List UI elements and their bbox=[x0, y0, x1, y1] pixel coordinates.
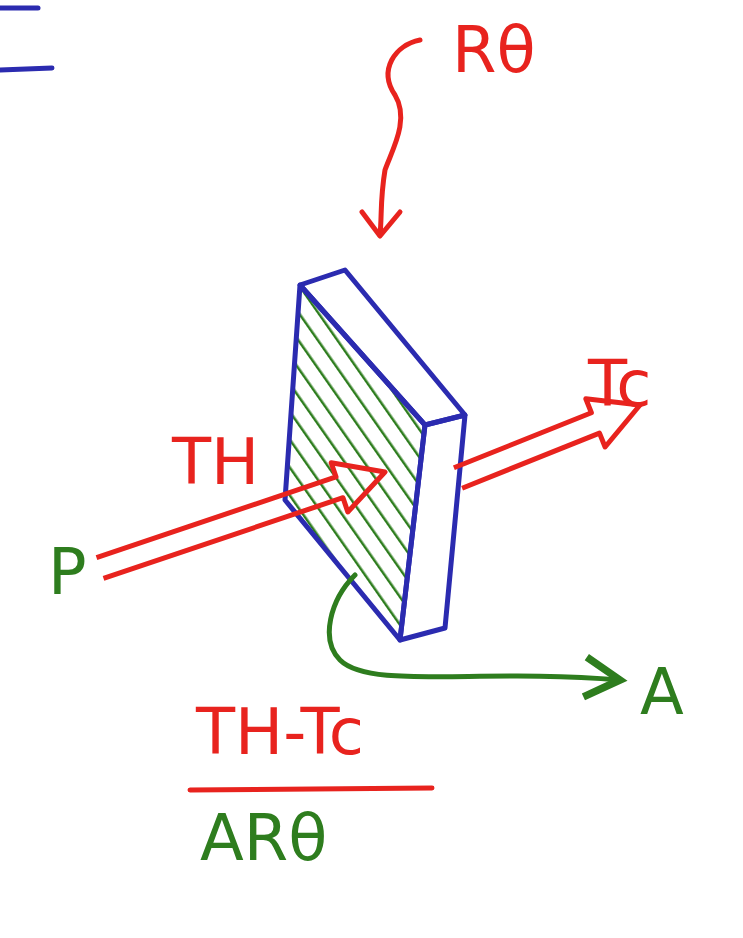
edge-line bbox=[0, 6, 38, 11]
slab-top bbox=[300, 270, 465, 425]
temperature-label: Tc bbox=[588, 352, 651, 416]
formula-denominator: ARθ bbox=[200, 806, 327, 870]
area-leader bbox=[329, 575, 620, 680]
slab-side bbox=[400, 415, 465, 640]
temperature-label: TH bbox=[172, 430, 259, 494]
leader-arrowhead bbox=[362, 212, 400, 236]
fraction-bar bbox=[190, 788, 432, 790]
edge-line bbox=[0, 68, 52, 70]
leader-line bbox=[380, 40, 420, 235]
resistance-label: Rθ bbox=[452, 18, 536, 82]
power-label: P bbox=[48, 540, 87, 604]
formula-numerator: TH-Tc bbox=[196, 700, 364, 764]
area-label: A bbox=[640, 660, 684, 724]
